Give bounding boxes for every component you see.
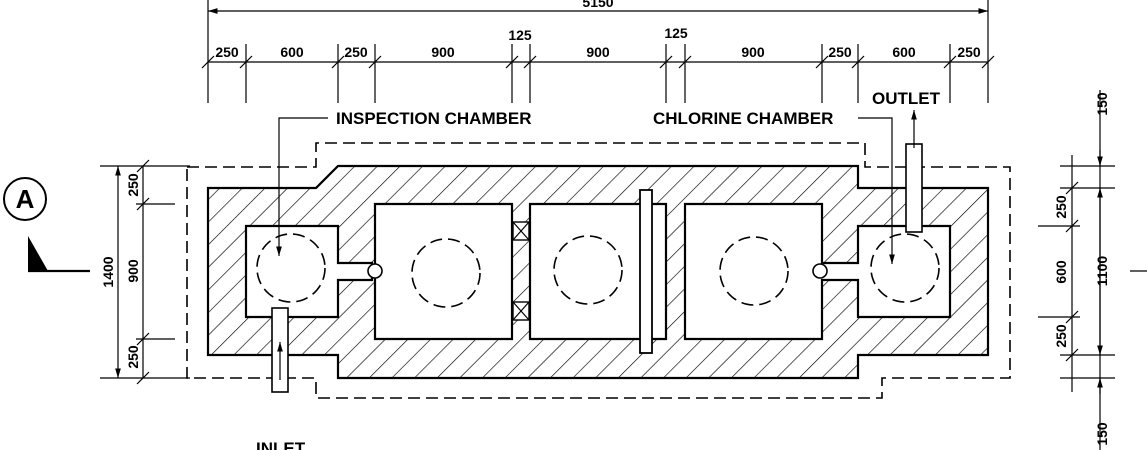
dim-top-1: 250 xyxy=(215,44,239,60)
dim-left-3: 250 xyxy=(125,345,141,369)
dim-right-overall: 1100 xyxy=(1094,256,1110,287)
dim-top-10: 600 xyxy=(892,44,916,60)
dim-right-3: 250 xyxy=(1053,324,1069,348)
excavation-outline xyxy=(186,142,1011,399)
vent-openings xyxy=(512,221,530,321)
chlorine-chamber-label: CHLORINE CHAMBER xyxy=(653,109,833,128)
tank-wall xyxy=(206,164,990,380)
dim-right-2: 600 xyxy=(1053,260,1069,284)
section-marker xyxy=(3,177,90,273)
dim-top-5: 125 xyxy=(508,27,532,43)
dim-left-1: 250 xyxy=(125,173,141,197)
dim-top-6: 900 xyxy=(586,44,610,60)
dim-top-9: 250 xyxy=(828,44,852,60)
inlet-label: INLET xyxy=(256,439,306,450)
dim-top-7: 125 xyxy=(664,25,688,41)
dim-top-3: 250 xyxy=(344,44,368,60)
section-marker-label: A xyxy=(16,184,35,214)
dim-top-11: 250 xyxy=(957,44,981,60)
label-leaders xyxy=(276,117,895,264)
inspection-chamber-label: INSPECTION CHAMBER xyxy=(336,109,532,128)
dim-left-2: 900 xyxy=(125,259,141,283)
dim-top-4: 900 xyxy=(431,44,455,60)
baffle-pipe-left xyxy=(367,263,383,279)
dim-overall-width: 5150 xyxy=(582,0,613,10)
right-dimension-chain xyxy=(1038,90,1147,450)
manhole-covers xyxy=(256,233,940,308)
dim-right-1: 250 xyxy=(1053,195,1069,219)
dim-right-top: 150 xyxy=(1094,92,1110,116)
dim-right-bottom: 150 xyxy=(1094,422,1110,446)
dim-tick xyxy=(201,55,215,69)
outlet-pipe xyxy=(905,110,923,233)
inlet-pipe xyxy=(271,307,289,393)
dim-top-2: 600 xyxy=(280,44,304,60)
top-dimension-chain xyxy=(201,0,995,103)
outlet-label: OUTLET xyxy=(872,89,941,108)
baffle-plate xyxy=(639,189,653,354)
left-dimension-chain xyxy=(100,159,190,385)
dim-top-8: 900 xyxy=(741,44,765,60)
baffle-pipe-right xyxy=(812,263,828,279)
dim-left-overall: 1400 xyxy=(100,256,116,287)
dim-tick xyxy=(981,55,995,69)
